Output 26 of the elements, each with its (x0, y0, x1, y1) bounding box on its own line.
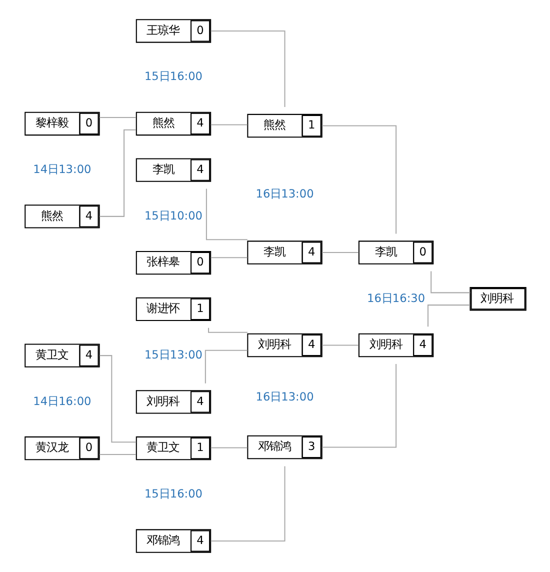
label: 15日10:00 (144, 208, 202, 222)
label: 15日13:00 (144, 347, 202, 362)
connector (208, 328, 248, 333)
connector (322, 344, 358, 346)
connector (210, 124, 247, 126)
label: 14日13:00 (32, 162, 91, 176)
label: 15日16:00 (144, 69, 202, 84)
connector (205, 188, 247, 240)
connector (322, 364, 396, 448)
connector (210, 466, 285, 542)
connector (99, 117, 136, 118)
label: 16日13:00 (255, 390, 314, 404)
connector (426, 304, 470, 327)
connector (99, 129, 136, 217)
label: 15日16:00 (144, 486, 202, 501)
connector (210, 30, 285, 108)
label: 16日16:30 (366, 290, 425, 305)
connector (430, 271, 470, 294)
connector (204, 350, 247, 384)
label: 14日16:00 (32, 394, 91, 408)
connector (99, 454, 136, 455)
label: 16日13:00 (255, 186, 314, 201)
connector (210, 447, 247, 448)
connector (322, 252, 358, 254)
connector (322, 125, 396, 234)
connector (210, 257, 247, 258)
